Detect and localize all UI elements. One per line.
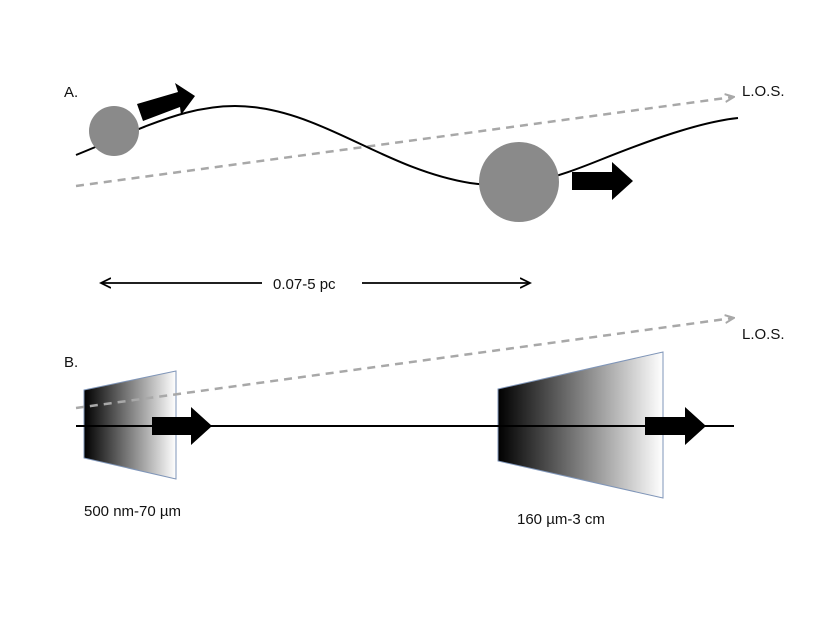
panel-a-small-arrow — [137, 83, 195, 121]
panel-b-left-cone-label: 500 nm-70 µm — [84, 503, 181, 520]
panel-a-sinusoid-path — [75, 104, 739, 186]
panel-a-large-arrow — [572, 162, 633, 200]
scale-bar-label: 0.07-5 pc — [273, 276, 336, 293]
panel-b-los-line — [75, 318, 733, 410]
panel-a-label: A. — [64, 84, 78, 101]
panel-b-right-arrow — [645, 407, 706, 445]
panel-b-los-label: L.O.S. — [742, 326, 785, 343]
panel-a-large-sphere — [479, 142, 559, 222]
panel-b-right-cone-label: 160 µm-3 cm — [517, 511, 605, 528]
panel-a-los-label: L.O.S. — [742, 83, 785, 100]
panel-b-left-arrow — [152, 407, 212, 445]
panel-b-label: B. — [64, 354, 78, 371]
panel-a-small-sphere — [89, 106, 139, 156]
panel-a-los-line — [75, 97, 733, 188]
